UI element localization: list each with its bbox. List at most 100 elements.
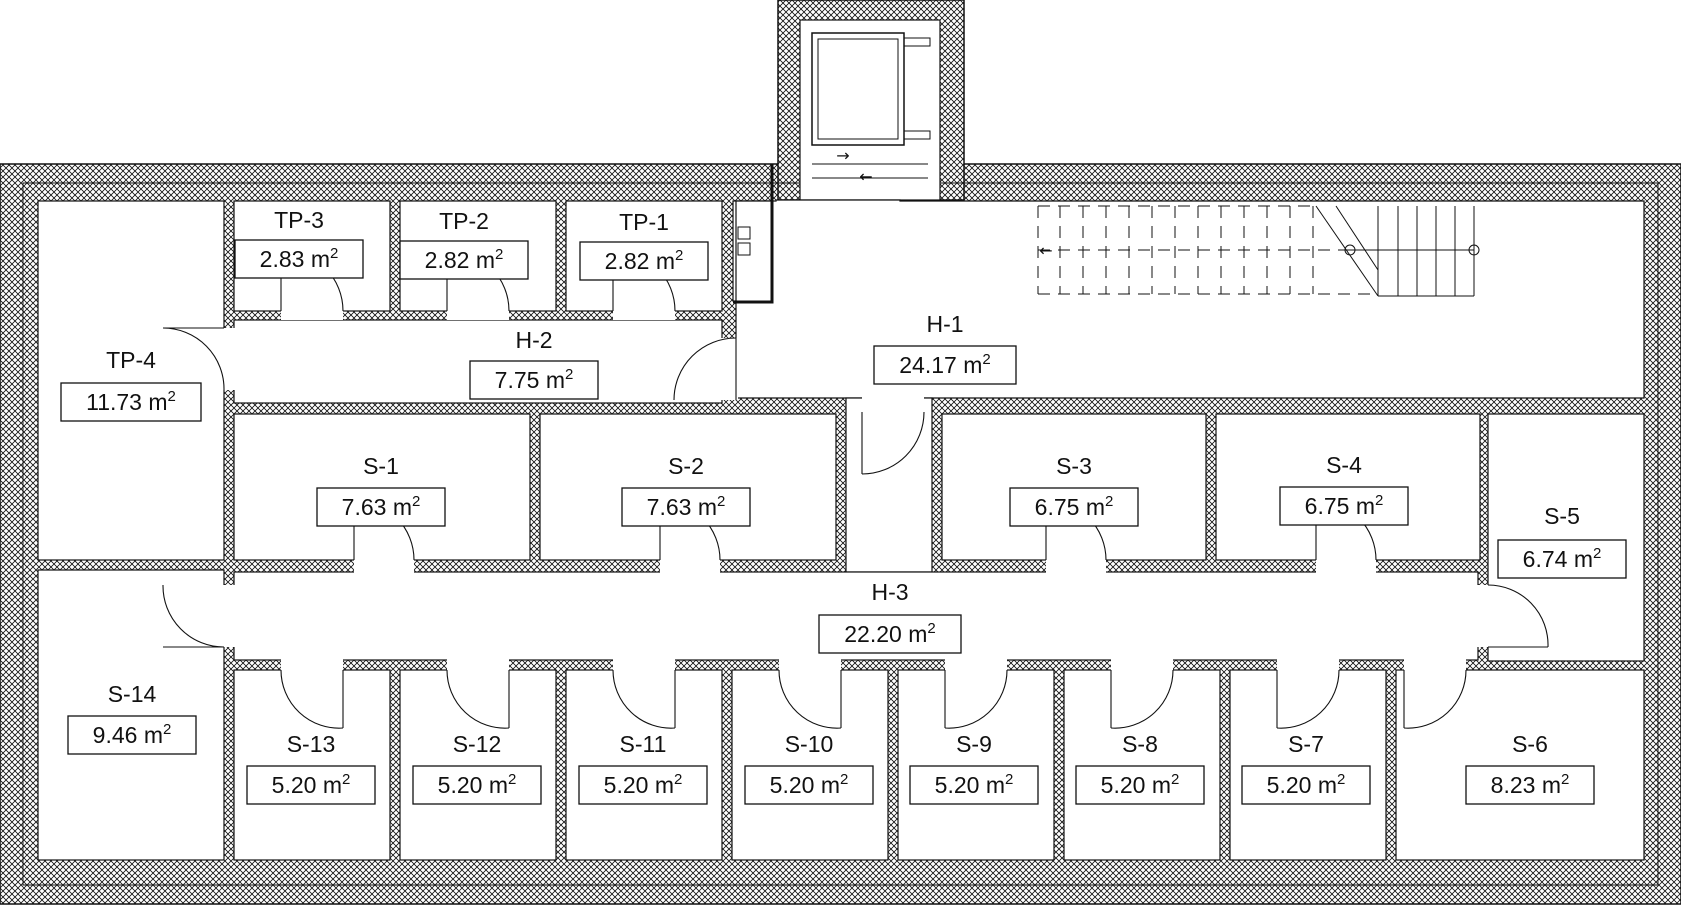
room-s-6: S-68.23 m2	[1465, 731, 1595, 805]
area-unit: m	[655, 772, 674, 798]
area-superscript: 2	[840, 771, 848, 788]
area-superscript: 2	[674, 771, 682, 788]
area-unit: m	[323, 772, 342, 798]
area-superscript: 2	[168, 388, 176, 405]
room-area: 24.17 m2	[899, 351, 990, 378]
area-superscript: 2	[1005, 771, 1013, 788]
area-box	[1075, 765, 1205, 805]
room-s-10: S-10 5.20 m2	[744, 731, 874, 805]
area-superscript: 2	[412, 493, 420, 510]
area-box	[246, 765, 376, 805]
area-value: 24.17	[899, 352, 957, 378]
room-s-13: S-135.20 m2	[246, 731, 376, 805]
area-value: 2.82	[605, 248, 650, 274]
entrance-arrow-left: ←	[859, 167, 872, 186]
room-area: 2.83 m2	[260, 245, 339, 272]
room-tp-2: TP-2 2.82 m2	[399, 208, 529, 280]
room-name: S-7	[1288, 731, 1324, 757]
area-box	[1497, 539, 1627, 579]
room-name: S-12	[453, 731, 502, 757]
room-area: 6.75 m2	[1305, 492, 1384, 519]
area-unit: m	[1152, 772, 1171, 798]
area-box	[744, 765, 874, 805]
staircase: ←	[1037, 205, 1480, 297]
area-superscript: 2	[1593, 545, 1601, 562]
door-s-9	[944, 658, 1008, 729]
area-superscript: 2	[495, 246, 503, 263]
area-box	[399, 240, 529, 280]
area-unit: m	[656, 248, 675, 274]
door-tp-4	[162, 327, 236, 391]
room-name: S-1	[363, 453, 399, 479]
room-area: 7.75 m2	[495, 366, 574, 393]
area-unit: m	[1574, 546, 1593, 572]
door-s-10	[778, 658, 842, 729]
area-value: 7.63	[342, 494, 387, 520]
area-value: 2.82	[425, 247, 470, 273]
area-unit: m	[821, 772, 840, 798]
door-h-2	[673, 337, 738, 401]
area-value: 7.63	[647, 494, 692, 520]
area-unit: m	[1086, 494, 1105, 520]
door-s-7	[1276, 658, 1340, 729]
room-area: 5.20 m2	[1101, 771, 1180, 798]
area-value: 5.20	[770, 772, 815, 798]
area-unit: m	[908, 621, 927, 647]
room-area: 9.46 m2	[93, 721, 172, 748]
stair-direction-arrow: ←	[1039, 241, 1052, 260]
area-value: 2.83	[260, 246, 305, 272]
room-s-8: S-85.20 m2	[1075, 731, 1205, 805]
door-s-12	[446, 658, 510, 729]
area-box	[621, 487, 751, 527]
room-area: 11.73 m2	[86, 388, 176, 415]
area-box	[818, 614, 962, 654]
room-area: 2.82 m2	[605, 247, 684, 274]
area-superscript: 2	[565, 366, 573, 383]
area-value: 7.75	[495, 367, 540, 393]
area-superscript: 2	[163, 721, 171, 738]
area-superscript: 2	[1375, 492, 1383, 509]
area-superscript: 2	[1105, 493, 1113, 510]
area-superscript: 2	[927, 620, 935, 637]
area-unit: m	[986, 772, 1005, 798]
door-s-14	[162, 584, 236, 648]
room-area: 6.74 m2	[1523, 545, 1602, 572]
area-superscript: 2	[1561, 771, 1569, 788]
room-s-11: S-115.20 m2	[578, 731, 708, 805]
room-s-12: S-125.20 m2	[412, 731, 542, 805]
room-name: TP-3	[274, 207, 324, 233]
room-s-2: S-2 7.63 m2	[621, 453, 751, 527]
area-unit: m	[546, 367, 565, 393]
area-box	[469, 360, 599, 400]
room-s-3: S-36.75 m2	[1009, 453, 1139, 527]
room-s-9: S-95.20 m2	[909, 731, 1039, 805]
room-name: H-3	[871, 579, 908, 605]
room-area: 2.82 m2	[425, 246, 504, 273]
area-unit: m	[311, 246, 330, 272]
area-superscript: 2	[717, 493, 725, 510]
room-area: 7.63 m2	[342, 493, 421, 520]
area-value: 22.20	[844, 621, 902, 647]
room-s-14: S-149.46 m2	[67, 681, 197, 755]
door-s-13	[280, 658, 344, 729]
area-box	[316, 487, 446, 527]
room-h-3: H-3 22.20 m2	[818, 579, 962, 654]
room-name: S-3	[1056, 453, 1092, 479]
area-box	[578, 765, 708, 805]
room-name: S-2	[668, 453, 704, 479]
area-unit: m	[698, 494, 717, 520]
area-box	[1009, 487, 1139, 527]
room-name: S-4	[1326, 452, 1362, 478]
room-name: S-9	[956, 731, 992, 757]
area-box	[60, 382, 202, 422]
room-name: S-5	[1544, 503, 1580, 529]
room-s-4: S-4 6.75 m2	[1279, 452, 1409, 526]
room-name: TP-2	[439, 208, 489, 234]
entrance-shaft: → ←	[799, 19, 941, 201]
room-name: S-10	[785, 731, 834, 757]
area-value: 5.20	[1267, 772, 1312, 798]
area-box	[873, 345, 1017, 385]
area-value: 9.46	[93, 722, 138, 748]
area-box	[579, 241, 709, 281]
